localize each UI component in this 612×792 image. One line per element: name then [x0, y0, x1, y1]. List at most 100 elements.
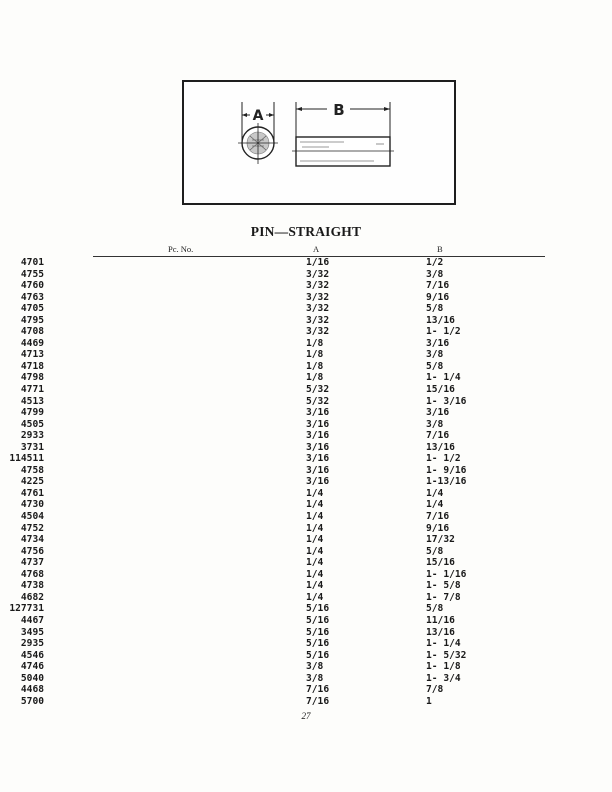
cell-b: 7/16	[426, 430, 450, 442]
cell-b: 3/8	[426, 268, 444, 280]
cell-a: 3/32	[306, 268, 330, 280]
cell-pc-no: 2933	[20, 430, 44, 442]
page-number: 27	[301, 711, 311, 721]
cell-a: 5/16	[306, 638, 330, 650]
cell-a: 3/8	[306, 661, 324, 673]
cell-b: 1- 9/16	[426, 464, 467, 476]
cell-a: 1/4	[306, 487, 324, 499]
table-row: 4469 1/8 3/16	[0, 338, 612, 350]
cell-pc-no: 127731	[9, 603, 44, 615]
table-title: PIN—STRAIGHT	[250, 224, 362, 239]
header-b: B	[437, 244, 443, 254]
cell-b: 13/16	[426, 314, 455, 326]
cell-pc-no: 4469	[20, 337, 44, 349]
cell-a: 3/16	[306, 418, 330, 430]
table-row: 4718 1/8 5/8	[0, 361, 612, 373]
cell-b: 9/16	[426, 522, 450, 534]
cell-a: 1/4	[306, 591, 324, 603]
cell-pc-no: 4756	[20, 545, 44, 557]
cell-pc-no: 2935	[20, 638, 44, 650]
cell-pc-no: 4225	[20, 476, 44, 488]
cell-pc-no: 5040	[20, 672, 44, 684]
cell-a: 5/16	[306, 603, 330, 615]
cell-pc-no: 4798	[20, 372, 44, 384]
cell-pc-no: 4718	[20, 360, 44, 372]
cell-b: 1- 1/16	[426, 568, 467, 580]
cell-b: 7/8	[426, 684, 444, 696]
cell-pc-no: 4737	[20, 557, 44, 569]
dimension-b-label: B	[333, 101, 344, 119]
cell-pc-no: 3495	[20, 626, 44, 638]
cell-b: 5/8	[426, 360, 444, 372]
cell-b: 5/8	[426, 545, 444, 557]
cell-pc-no: 4799	[20, 407, 44, 419]
cell-b: 3/16	[426, 337, 450, 349]
header-a: A	[313, 244, 320, 254]
cell-pc-no: 4760	[20, 280, 44, 292]
cell-pc-no: 4730	[20, 499, 44, 511]
cell-pc-no: 4758	[20, 464, 44, 476]
cell-pc-no: 4763	[20, 291, 44, 303]
cell-b: 9/16	[426, 291, 450, 303]
cell-pc-no: 4467	[20, 614, 44, 626]
cell-b: 1- 1/4	[426, 638, 461, 650]
cell-b: 1- 1/8	[426, 661, 461, 673]
cell-pc-no: 114511	[9, 453, 44, 465]
cell-b: 15/16	[426, 384, 455, 396]
header-pc-no: Pc. No.	[168, 244, 194, 254]
cell-b: 11/16	[426, 614, 455, 626]
cell-b: 13/16	[426, 441, 455, 453]
cell-a: 1/8	[306, 360, 324, 372]
cell-pc-no: 5700	[20, 695, 44, 707]
cell-a: 3/16	[306, 476, 330, 488]
cell-a: 5/16	[306, 614, 330, 626]
cell-a: 1/8	[306, 337, 324, 349]
cell-b: 15/16	[426, 557, 455, 569]
cell-b: 3/8	[426, 349, 444, 361]
cell-a: 7/16	[306, 695, 330, 707]
cell-a: 5/32	[306, 384, 330, 396]
cell-a: 1/8	[306, 372, 324, 384]
cell-b: 17/32	[426, 534, 455, 546]
cell-b: 1- 5/8	[426, 580, 461, 592]
cell-b: 1- 3/16	[426, 395, 467, 407]
cell-a: 3/32	[306, 303, 330, 315]
cell-pc-no: 4546	[20, 649, 44, 661]
cell-pc-no: 4795	[20, 314, 44, 326]
table-row: 4737 1/4 15/16	[0, 557, 612, 569]
cell-a: 1/4	[306, 499, 324, 511]
cell-a: 1/8	[306, 349, 324, 361]
cell-a: 5/16	[306, 626, 330, 638]
cell-pc-no: 3731	[20, 441, 44, 453]
cell-a: 1/4	[306, 557, 324, 569]
cell-pc-no: 4504	[20, 511, 44, 523]
cell-pc-no: 4752	[20, 522, 44, 534]
cell-pc-no: 4734	[20, 534, 44, 546]
cell-b: 5/8	[426, 603, 444, 615]
